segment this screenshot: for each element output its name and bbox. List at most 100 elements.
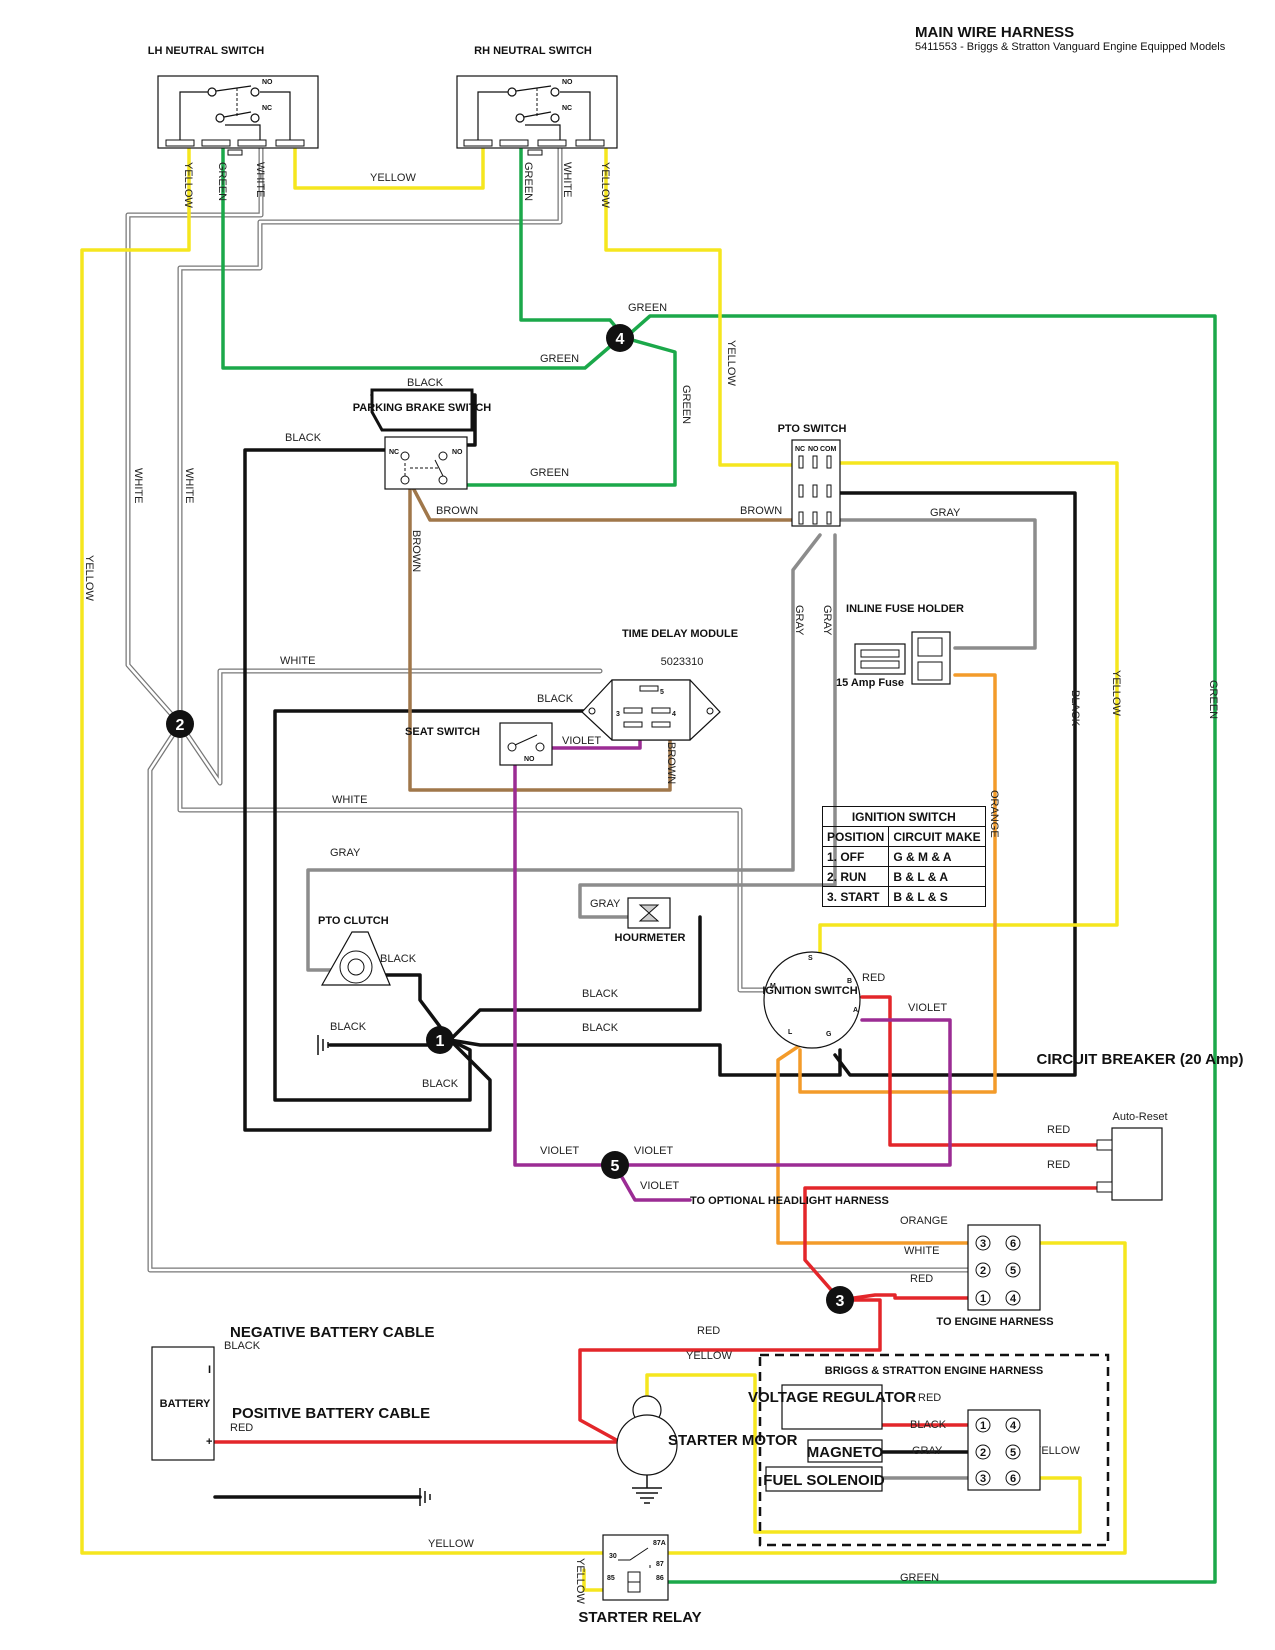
engine-harness-title: BRIGGS & STRATTON ENGINE HARNESS: [825, 1365, 1043, 1377]
wire-label: ORANGE: [988, 790, 1000, 838]
wire-label: RED: [1047, 1124, 1070, 1136]
pto-clutch: PTO CLUTCH: [318, 915, 391, 986]
starter-relay-label: STARTER RELAY: [578, 1609, 701, 1626]
svg-text:NO: NO: [524, 756, 535, 763]
contact-icon: [550, 113, 560, 123]
engine-connector: 3 6 2 5 1 4 TO ENGINE HARNESS: [936, 1224, 1054, 1328]
wire-label: GRAY: [912, 1445, 943, 1457]
table-header: POSITION: [821, 826, 890, 847]
pto-switch-label: PTO SWITCH: [778, 423, 847, 435]
wire-label: BLACK: [910, 1419, 947, 1431]
time-delay-module: TIME DELAY MODULE 5023310 5 3 4: [581, 628, 738, 741]
wire-label: GREEN: [522, 162, 534, 201]
wire-label: BLACK: [582, 1022, 619, 1034]
svg-text:3: 3: [616, 711, 620, 718]
starter-motor: STARTER MOTOR: [616, 1395, 798, 1504]
yellow-wires: [80, 144, 1127, 1592]
contact-icon: [215, 113, 225, 123]
wire-labels: YELLOW GREEN WHITE YELLOW GREEN WHITE YE…: [83, 162, 1219, 1604]
wire-label: WHITE: [561, 162, 573, 197]
svg-text:1: 1: [436, 1033, 445, 1050]
gray-wires: [306, 518, 1037, 1480]
wire-label: GREEN: [628, 302, 667, 314]
node-2: [166, 710, 194, 738]
junction-nodes: 1 2 3 4 5: [166, 324, 854, 1314]
svg-text:B: B: [847, 978, 852, 985]
wire-label: BLACK: [1069, 690, 1081, 727]
svg-text:30: 30: [609, 1553, 617, 1560]
wire-label: YELLOW: [83, 555, 95, 601]
wire-label: RED: [1047, 1159, 1070, 1171]
brown-wires: [408, 480, 822, 792]
svg-text:NC: NC: [562, 105, 572, 112]
red-wires: [213, 995, 1099, 1444]
wire-label: GRAY: [793, 605, 805, 636]
wire-label: GREEN: [540, 353, 579, 365]
circuit-breaker-note: Auto-Reset: [1112, 1111, 1167, 1123]
violet-wires: [513, 720, 952, 1202]
starter-motor-label: STARTER MOTOR: [668, 1432, 798, 1449]
ground-icon: [419, 1488, 431, 1506]
wires: [80, 143, 1217, 1592]
svg-text:1: 1: [980, 1420, 986, 1432]
rh-neutral-switch: RH NEUTRAL SWITCH NO NC: [456, 45, 618, 156]
pto-switch: PTO SWITCH NC NO COM: [778, 423, 847, 527]
wire-label: GREEN: [216, 162, 228, 201]
hourglass-icon: [638, 904, 660, 922]
svg-text:NC: NC: [262, 105, 272, 112]
wire-label: WHITE: [183, 468, 195, 503]
wire-label: BLACK: [407, 377, 444, 389]
svg-text:85: 85: [607, 1575, 615, 1582]
wire-label: VIOLET: [908, 1002, 947, 1014]
ignition-switch: IGNITION SWITCH S B A M L G: [762, 951, 861, 1049]
hourmeter-label: HOURMETER: [615, 932, 686, 944]
table-title: IGNITION SWITCH: [822, 806, 986, 827]
node-5: [601, 1151, 629, 1179]
svg-text:5: 5: [1010, 1447, 1016, 1459]
wire-label: YELLOW: [1110, 670, 1122, 716]
svg-text:4: 4: [1010, 1420, 1017, 1432]
contact-icon: [507, 87, 517, 97]
magneto-label: MAGNETO: [807, 1444, 884, 1461]
engine-harness-box: BRIGGS & STRATTON ENGINE HARNESS VOLTAGE…: [748, 1353, 1110, 1547]
diagram-subtitle: 5411553 - Briggs & Stratton Vanguard Eng…: [915, 41, 1226, 53]
wire-label: YELLOW: [182, 162, 194, 208]
svg-text:A: A: [853, 1007, 858, 1014]
svg-text:5: 5: [1010, 1265, 1016, 1277]
svg-text:COM: COM: [820, 446, 837, 453]
wire-label: RED: [862, 972, 885, 984]
circuit-breaker: CIRCUIT BREAKER (20 Amp) Auto-Reset: [1037, 1051, 1243, 1201]
seat-switch-label: SEAT SWITCH: [405, 726, 480, 738]
svg-text:3: 3: [836, 1293, 845, 1310]
pto-clutch-label: PTO CLUTCH: [318, 915, 389, 927]
contact-icon: [515, 113, 525, 123]
wire-label: VIOLET: [634, 1145, 673, 1157]
headlight-harness-label: TO OPTIONAL HEADLIGHT HARNESS: [690, 1195, 889, 1207]
parking-brake-label: PARKING BRAKE SWITCH: [353, 402, 492, 414]
svg-text:G: G: [826, 1031, 832, 1038]
ground-icon: [632, 1475, 662, 1504]
svg-text:+: +: [206, 1436, 212, 1448]
wire-label: WHITE: [332, 794, 367, 806]
negative-cable-label: NEGATIVE BATTERY CABLE: [230, 1324, 434, 1341]
wire-label: GREEN: [1207, 680, 1219, 719]
table-row: 1. OFF G & M & A: [821, 846, 986, 867]
diagram-header: MAIN WIRE HARNESS 5411553 - Briggs & Str…: [915, 24, 1225, 53]
wire-label: GRAY: [930, 507, 961, 519]
wire-label: WHITE: [904, 1245, 939, 1257]
svg-text:4: 4: [672, 711, 676, 718]
wire-label: RED: [230, 1422, 253, 1434]
fuse-icon: [854, 643, 906, 675]
wire-label: WHITE: [254, 162, 266, 197]
ignition-switch-label: IGNITION SWITCH: [762, 985, 857, 997]
contact-icon: [250, 113, 260, 123]
wire-label: GRAY: [821, 605, 833, 636]
svg-text:6: 6: [1010, 1473, 1016, 1485]
wire-label: WHITE: [280, 655, 315, 667]
contact-icon: [550, 87, 560, 97]
wire-label: YELLOW: [574, 1558, 586, 1604]
time-delay-label: TIME DELAY MODULE: [622, 628, 738, 640]
positive-cable-label: POSITIVE BATTERY CABLE: [232, 1405, 430, 1422]
wire-label: YELLOW: [725, 340, 737, 386]
